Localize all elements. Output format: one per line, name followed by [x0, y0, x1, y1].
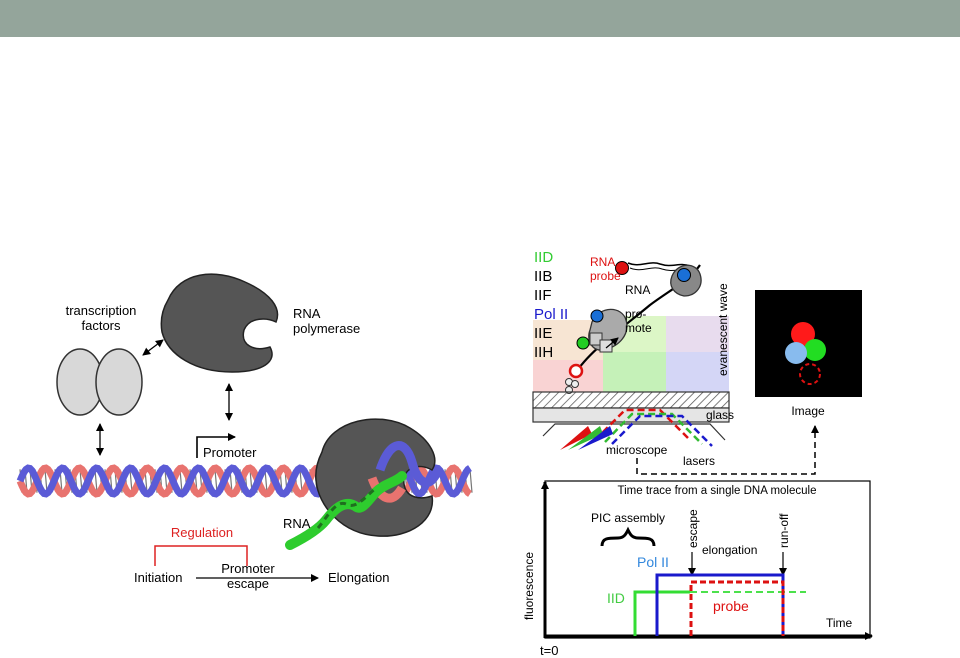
evanescent-wave-label: evanescent wave	[716, 283, 730, 376]
regulation-label: Regulation	[171, 525, 233, 540]
text-line: escape	[227, 576, 269, 591]
trace-iid	[633, 590, 690, 636]
promote-arrow	[605, 337, 619, 349]
text-line: RNA	[293, 306, 321, 321]
escape-label: escape	[686, 509, 700, 548]
rna-strand	[627, 262, 691, 267]
text-line: pro-	[625, 307, 646, 321]
trace-frame	[544, 480, 871, 639]
factor-iih: IIH	[534, 344, 553, 361]
transcription-factor-oval-2	[95, 348, 143, 416]
image-spot-dashed	[799, 363, 821, 385]
elongation-label: Elongation	[328, 570, 389, 585]
t0-label: t=0	[540, 643, 558, 658]
text-line: polymerase	[293, 321, 360, 336]
image-label: Image	[791, 404, 825, 418]
rna-ribbon-dark	[316, 486, 377, 529]
tf-polymerase-arrow	[142, 339, 164, 356]
probe-dot	[615, 261, 629, 275]
initiation-label: Initiation	[134, 570, 182, 585]
pic-subunit	[589, 332, 603, 346]
time-trace: Time trace from a single DNA molecule fl…	[522, 480, 873, 658]
zone-block	[666, 316, 729, 352]
factor-iid: IID	[534, 249, 553, 266]
iid-dot	[576, 336, 590, 350]
emission-green	[568, 426, 603, 450]
linker-bead	[571, 380, 579, 388]
image-spot-blue	[785, 342, 807, 364]
header-bar	[0, 0, 960, 37]
glass-slide	[532, 391, 730, 409]
lasers-label: lasers	[683, 454, 715, 468]
promoter-arrow	[196, 433, 236, 458]
glass-label: glass	[706, 408, 734, 422]
probe-trace-label: probe	[713, 598, 749, 614]
factor-iif: IIF	[534, 287, 552, 304]
factor-pol-ii: Pol II	[534, 306, 568, 323]
text-line: RNA	[590, 255, 615, 269]
regulation-bracket	[154, 545, 248, 566]
iid-trace-label: IID	[607, 590, 625, 606]
polii-dot	[677, 268, 691, 282]
run-off-label: run-off	[777, 513, 791, 548]
microscope-label: microscope	[606, 443, 668, 457]
promote-label: pro-mote	[625, 307, 652, 335]
pic-subunit	[599, 339, 613, 353]
laser-green	[604, 412, 703, 445]
text-line: Promoter	[221, 561, 275, 576]
helix-rung	[469, 469, 473, 493]
emission-red	[560, 426, 592, 450]
text-line: transcription	[66, 303, 137, 318]
pic-assembly-label: PIC assembly	[591, 511, 665, 525]
laser-blue	[611, 414, 713, 447]
pic-assembly-brace	[600, 526, 656, 547]
laser-red	[594, 408, 691, 441]
image-spot-green	[804, 339, 826, 361]
zone-block	[666, 352, 729, 392]
bubble-strand-red	[367, 476, 406, 503]
polii-pic-dot	[590, 309, 604, 323]
dye-ring	[568, 363, 584, 379]
text-line: probe	[590, 269, 621, 283]
text-line: factors	[81, 318, 121, 333]
y-axis-label: fluorescence	[522, 552, 536, 620]
emission-blue	[578, 426, 613, 450]
pol-ii-trace-label: Pol II	[637, 554, 669, 570]
rna-polymerase-shape	[160, 273, 279, 373]
bubble-strand-blue	[375, 441, 443, 487]
x-axis-label: Time	[826, 616, 853, 630]
image-spot-red	[791, 322, 815, 346]
zone-block	[603, 352, 666, 392]
promoter-label: Promoter	[203, 445, 257, 460]
trace-title: Time trace from a single DNA molecule	[618, 485, 817, 497]
elongation-trace-label: elongation	[702, 543, 757, 557]
text-line: mote	[625, 321, 652, 335]
image-connector	[636, 425, 819, 475]
factor-iib: IIB	[534, 268, 552, 285]
rna-label: RNA	[283, 516, 311, 531]
trace-pol-ii	[655, 573, 785, 636]
factor-iie: IIE	[534, 325, 552, 342]
rna-label-right: RNA	[625, 283, 650, 297]
trace-probe	[689, 580, 785, 636]
